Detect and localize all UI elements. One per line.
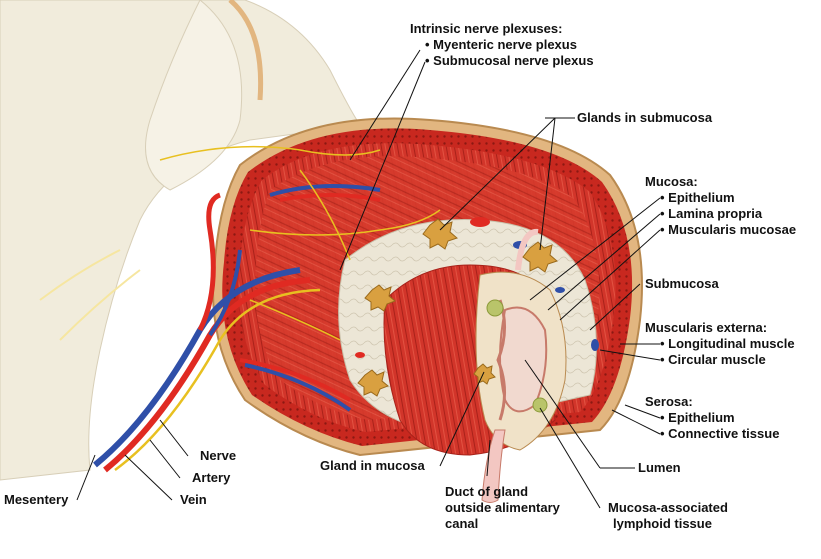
label-submucosal-plexus: • Submucosal nerve plexus	[425, 53, 594, 68]
label-intrinsic-plexuses: Intrinsic nerve plexuses:	[410, 21, 562, 36]
label-duct-line1: Duct of gland	[445, 484, 528, 499]
leader-lines	[76, 49, 661, 509]
mesentery-sheet	[0, 0, 361, 481]
label-circular-muscle: • Circular muscle	[660, 352, 766, 367]
diagram-labels: Intrinsic nerve plexuses: • Myenteric ne…	[4, 21, 796, 531]
label-gland-mucosa: Gland in mucosa	[320, 458, 426, 473]
label-serosa: Serosa:	[645, 394, 693, 409]
mucosa-gland	[473, 363, 496, 385]
label-malt-line1: Mucosa-associated	[608, 500, 728, 515]
submucosa-glands	[357, 218, 558, 397]
label-artery: Artery	[192, 470, 231, 485]
nerve-fiber	[114, 288, 321, 472]
label-glands-submucosa: Glands in submucosa	[577, 110, 713, 125]
lumen-opening	[499, 306, 548, 413]
label-submucosa: Submucosa	[645, 276, 719, 291]
artery-vessel	[103, 277, 311, 473]
label-connective-tissue: • Connective tissue	[660, 426, 779, 441]
label-muscularis-mucosae: • Muscularis mucosae	[660, 222, 796, 237]
mesenteric-vessels	[93, 145, 441, 473]
submucosa-artery	[470, 217, 490, 227]
label-duct-line3: canal	[445, 516, 478, 531]
label-lamina-propria: • Lamina propria	[660, 206, 763, 221]
label-serosa-epithelium: • Epithelium	[660, 410, 735, 425]
label-muscularis-externa: Muscularis externa:	[645, 320, 767, 335]
label-longitudinal-muscle: • Longitudinal muscle	[660, 336, 795, 351]
label-myenteric: • Myenteric nerve plexus	[425, 37, 577, 52]
label-malt-line2: lymphoid tissue	[613, 516, 712, 531]
mucosa-cylinder	[383, 264, 567, 456]
label-vein: Vein	[180, 492, 207, 507]
label-nerve: Nerve	[200, 448, 236, 463]
label-lumen: Lumen	[638, 460, 681, 475]
vein-vessel	[93, 267, 301, 468]
label-mesentery: Mesentery	[4, 492, 69, 507]
label-mucosa-epithelium: • Epithelium	[660, 190, 735, 205]
gland-duct	[481, 228, 539, 503]
label-mucosa: Mucosa:	[645, 174, 698, 189]
label-duct-line2: outside alimentary	[445, 500, 561, 515]
lymphoid-nodule	[486, 299, 504, 317]
